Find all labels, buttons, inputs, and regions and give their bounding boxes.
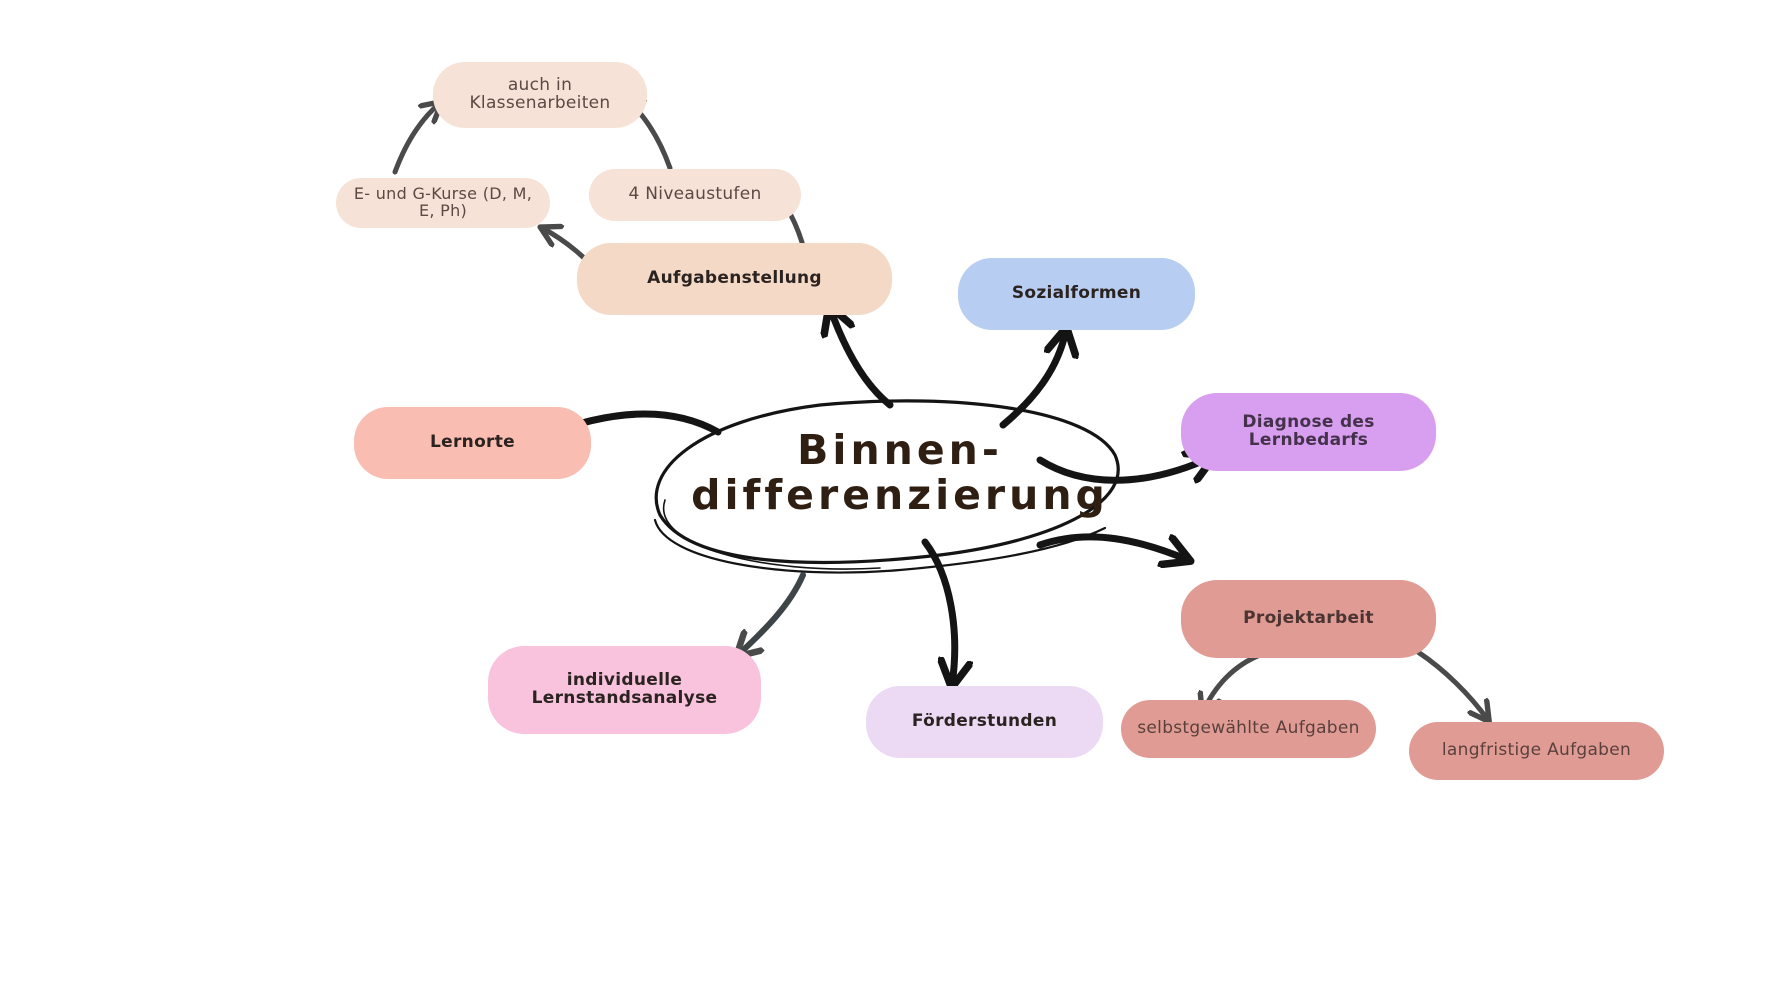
arrow-to-diagnose (1036, 457, 1212, 480)
node-niveaustufen-label: 4 Niveaustufen (628, 184, 762, 205)
node-selbstgewaehlt-label: selbstgewählte Aufgaben (1137, 718, 1360, 739)
central-topic-line1: Binnen- (797, 426, 1003, 474)
arrow-projektarbeit-to-langfristig (1415, 649, 1488, 720)
arrow-kurse-to-klassenarbeiten (392, 103, 440, 175)
central-topic: Binnen- differenzierung (690, 430, 1110, 516)
node-aufgabenstellung-label: Aufgabenstellung (647, 268, 822, 289)
node-langfristig: langfristige Aufgaben (1409, 722, 1664, 780)
node-foerderstunden: Förderstunden (866, 686, 1103, 758)
arrow-to-aufgabenstellung (830, 308, 894, 409)
node-niveaustufen: 4 Niveaustufen (589, 169, 801, 221)
node-diagnose: Diagnose des Lernbedarfs (1181, 393, 1436, 471)
node-foerderstunden-label: Förderstunden (911, 711, 1058, 732)
node-lernstand: individuelle Lernstandsanalyse (488, 646, 761, 734)
node-projektarbeit: Projektarbeit (1181, 580, 1436, 658)
node-kurse: E- und G-Kurse (D, M, E, Ph) (336, 178, 550, 228)
arrow-to-lernstand (738, 572, 806, 655)
node-aufgabenstellung: Aufgabenstellung (577, 243, 892, 315)
node-lernstand-label-line2: Lernstandsanalyse (531, 688, 718, 708)
arrow-to-sozialformen (999, 330, 1066, 429)
node-sozialformen: Sozialformen (958, 258, 1195, 330)
node-selbstgewaehlt: selbstgewählte Aufgaben (1121, 700, 1376, 758)
node-klassenarbeiten-label: auch in Klassenarbeiten (469, 75, 611, 113)
arrow-to-foerderstunden (921, 538, 955, 685)
arrow-to-projektarbeit (1036, 533, 1188, 560)
node-klassenarbeiten: auch in Klassenarbeiten (433, 62, 647, 128)
central-ellipse (653, 399, 1120, 574)
node-kurse-label: E- und G-Kurse (D, M, E, Ph) (353, 184, 533, 220)
node-sozialformen-label: Sozialformen (1011, 283, 1142, 304)
node-lernorte-label: Lernorte (430, 432, 515, 453)
central-topic-line2: differenzierung (691, 471, 1109, 519)
node-projektarbeit-label: Projektarbeit (1243, 608, 1374, 629)
node-langfristig-label: langfristige Aufgaben (1441, 740, 1632, 761)
node-diagnose-label: Diagnose des Lernbedarfs (1242, 412, 1375, 450)
node-lernstand-label-line1: individuelle (566, 670, 683, 691)
node-lernorte: Lernorte (354, 407, 591, 479)
